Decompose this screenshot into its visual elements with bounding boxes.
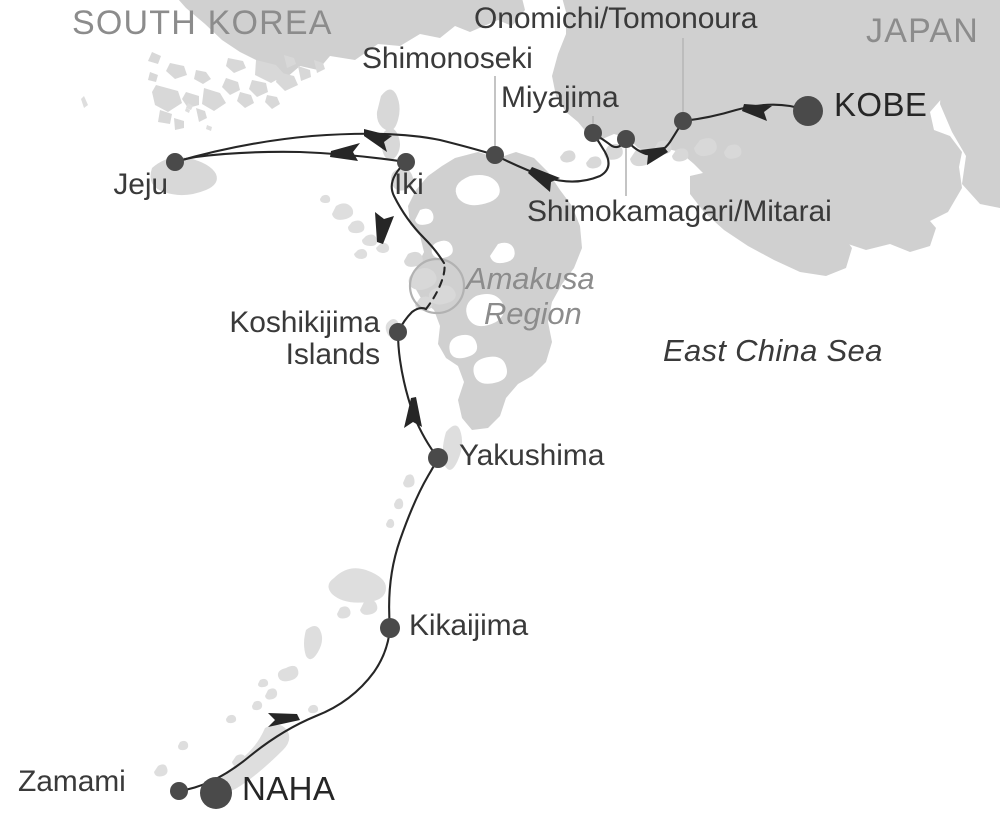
port-dot-shimonoseki[interactable] (486, 146, 504, 164)
port-label-kikaijima[interactable]: Kikaijima (409, 609, 529, 642)
region-label-amakusa-line1: Amakusa (466, 261, 595, 296)
region-label-amakusa: Amakusa Region (466, 261, 595, 331)
port-label-yakushima[interactable]: Yakushima (459, 439, 605, 472)
route-arrow-5 (364, 129, 392, 152)
route-arrow-1 (268, 713, 300, 727)
route-naha-kikaijima (177, 626, 392, 793)
land-kerama-islands (154, 764, 168, 777)
land-jeju-island (150, 157, 217, 196)
land-yakushima-group (386, 425, 463, 528)
port-label-zamami[interactable]: Zamami (18, 765, 126, 798)
land-kyushu (408, 152, 582, 430)
route-yakushima-koshikijima (396, 330, 440, 460)
cruise-route-layer (173, 103, 810, 793)
amakusa-region-circle (408, 257, 466, 315)
port-label-naha[interactable]: NAHA (242, 770, 336, 807)
country-label-japan: JAPAN (866, 12, 980, 50)
country-label-south-korea: SOUTH KOREA (72, 4, 333, 42)
route-amakusa-iki (390, 160, 446, 265)
port-dot-onomichi-tomonoura[interactable] (674, 112, 692, 130)
port-dot-miyajima[interactable] (584, 124, 602, 142)
port-label-iki[interactable]: Iki (394, 168, 424, 201)
port-label-jeju[interactable]: Jeju (113, 168, 168, 201)
route-arrow-3 (375, 212, 394, 244)
route-arrow-7 (640, 147, 668, 165)
port-dot-kikaijima[interactable] (380, 618, 400, 638)
land-shikoku (690, 170, 852, 276)
port-dot-koshikijima-islands[interactable] (389, 323, 407, 341)
region-label-amakusa-line2: Region (484, 295, 582, 331)
port-label-kobe[interactable]: KOBE (834, 86, 928, 123)
port-label-shimokamagari-mitarai[interactable]: Shimokamagari/Mitarai (527, 195, 832, 228)
sea-label-east-china-sea: East China Sea (663, 333, 883, 368)
label-leader-lines (494, 38, 684, 196)
port-dot-kobe[interactable] (793, 96, 823, 126)
land-kii-peninsula (862, 120, 962, 224)
port-label-koshikijima-islands[interactable]: Koshikijima Islands (113, 307, 380, 371)
route-kikaijima-yakushima (388, 456, 440, 630)
route-arrow-2 (404, 397, 422, 428)
kyushu-bays (415, 175, 515, 384)
port-dots-layer (166, 96, 823, 809)
port-label-shimonoseki[interactable]: Shimonoseki (362, 42, 533, 75)
port-dot-iki[interactable] (397, 153, 415, 171)
port-label-miyajima[interactable]: Miyajima (501, 81, 619, 114)
route-arrow-4 (330, 143, 360, 161)
land-honshu-east (940, 46, 1000, 208)
port-label-koshikijima-line2: Islands (285, 337, 380, 371)
land-south-korea (178, 0, 525, 78)
port-dot-shimokamagari-mitarai[interactable] (617, 130, 635, 148)
port-dot-jeju[interactable] (166, 153, 184, 171)
route-jeju-shimonoseki (173, 132, 497, 164)
port-dot-zamami[interactable] (170, 782, 188, 800)
port-dot-yakushima[interactable] (428, 448, 448, 468)
port-dot-naha[interactable] (200, 777, 232, 809)
route-arrow-8 (742, 104, 772, 121)
land-amakusa-islands (404, 251, 456, 311)
landmass-layer (81, 0, 1000, 791)
port-label-onomichi-tomonoura[interactable]: Onomichi/Tomonoura (474, 2, 758, 35)
amakusa-dashed-route (424, 261, 446, 311)
land-ryukyu-chain (226, 568, 386, 724)
amakusa-region-marker (408, 257, 466, 315)
port-label-koshikijima-line1: Koshikijima (229, 306, 380, 339)
route-arrow-6 (528, 167, 560, 192)
korea-islands (81, 52, 325, 131)
